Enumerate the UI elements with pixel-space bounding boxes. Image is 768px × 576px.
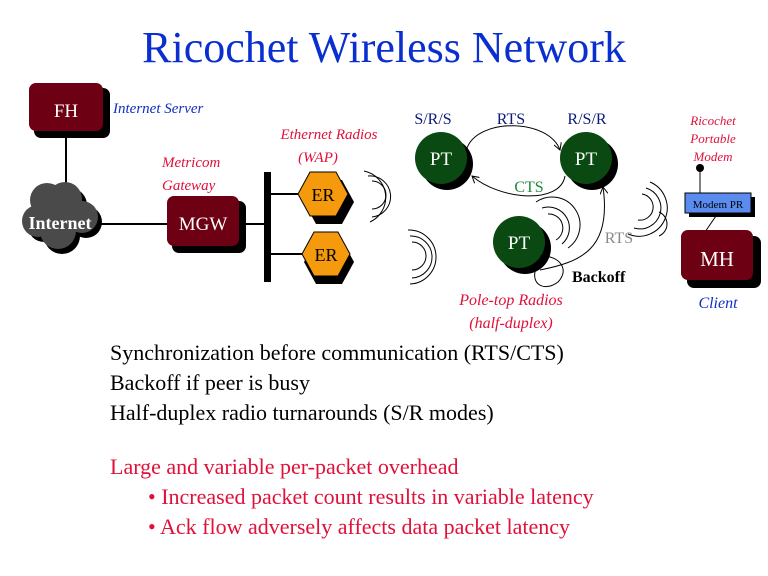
bullet-list: Synchronization before communication (RT… [110, 338, 564, 428]
pole-top-label-1: Pole-top Radios [458, 292, 563, 309]
pt-right-node: PT [560, 132, 618, 190]
bullet-item: Half-duplex radio turnarounds (S/R modes… [110, 400, 494, 425]
ethernet-radios-label-2: (WAP) [298, 150, 338, 166]
overhead-list: Large and variable per-packet overhead •… [110, 452, 594, 542]
ricochet-label-2: Portable [689, 131, 736, 146]
overhead-heading: Large and variable per-packet overhead [110, 454, 459, 479]
client-label: Client [698, 295, 738, 312]
er-bottom-node: ER [301, 231, 354, 284]
mh-label: MH [700, 247, 734, 271]
internet-cloud-icon: Internet [22, 182, 102, 254]
mgw-label: MGW [179, 214, 228, 235]
er-bottom-label: ER [314, 245, 337, 265]
er-top-node: ER [297, 171, 354, 224]
radio-wave-icon-right [627, 181, 668, 237]
network-diagram: FH Internet MGW ER ER [22, 83, 761, 332]
pt-left-label: PT [430, 149, 453, 170]
radio-wave-icon-pt-bottom [535, 196, 581, 249]
pt-bottom-label: PT [508, 233, 531, 254]
rts-gray-label: RTS [605, 230, 633, 247]
rts-top-label: RTS [497, 111, 525, 128]
backoff-label: Backoff [572, 269, 626, 286]
pt-right-mode-label: R/S/R [567, 111, 606, 128]
ricochet-label-1: Ricochet [689, 113, 736, 128]
modem-pr-node: Modem PR [684, 192, 755, 217]
pt-bottom-node: PT [493, 216, 551, 274]
ethernet-bus [264, 172, 271, 282]
modem-pr-label: Modem PR [693, 199, 744, 211]
rts-arrow [466, 125, 560, 150]
pt-left-mode-label: S/R/S [414, 111, 451, 128]
radio-wave-icon-er-bottom [407, 229, 437, 285]
cts-label: CTS [514, 179, 543, 196]
fh-label: FH [54, 101, 79, 122]
ricochet-label-3: Modem [693, 149, 733, 164]
pt-left-node: PT [415, 132, 473, 190]
radio-wave-icon-er-top [363, 170, 392, 223]
cts-arrow [472, 176, 566, 197]
rts-gray-arrow [539, 187, 605, 271]
fh-node: FH [29, 83, 110, 138]
internet-server-label: Internet Server [112, 101, 204, 117]
internet-label: Internet [29, 213, 92, 233]
er-top-label: ER [311, 185, 334, 205]
modem-mh-link [704, 212, 719, 233]
backoff-loop [534, 255, 564, 287]
bullet-item: Synchronization before communication (RT… [110, 340, 564, 365]
antenna-tip-icon [696, 164, 704, 172]
metricom-label-1: Metricom [161, 155, 220, 171]
slide-title: Ricochet Wireless Network [142, 23, 626, 72]
pole-top-label-2: (half-duplex) [469, 315, 553, 332]
ethernet-radios-label-1: Ethernet Radios [279, 127, 377, 143]
bullet-item: Backoff if peer is busy [110, 370, 310, 395]
radio-wave-icon-left-edge [658, 211, 668, 237]
pt-right-label: PT [575, 149, 598, 170]
metricom-label-2: Gateway [162, 178, 216, 194]
mh-node: MH [681, 230, 761, 288]
overhead-item: • Increased packet count results in vari… [148, 484, 594, 509]
mgw-node: MGW [167, 196, 246, 253]
overhead-item: • Ack flow adversely affects data packet… [148, 514, 571, 539]
